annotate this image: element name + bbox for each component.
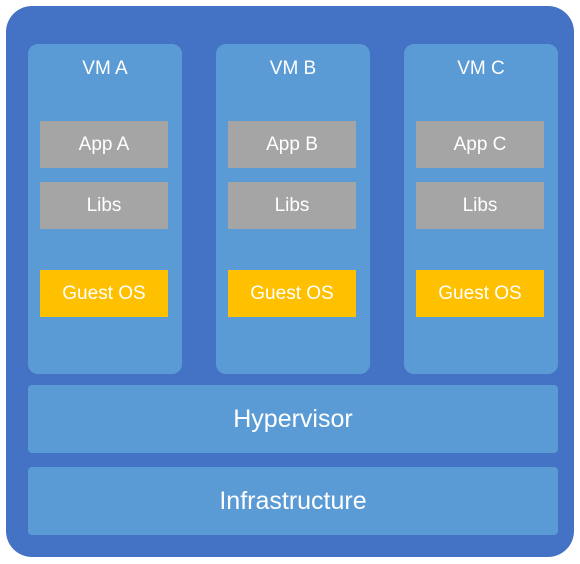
- vm-a-title: VM A: [82, 58, 128, 79]
- vm-c-guest-os-box: Guest OS: [416, 270, 544, 317]
- infrastructure-layer: Infrastructure: [28, 467, 558, 535]
- vm-a-app-box: App A: [40, 121, 168, 168]
- vm-a-panel: VM A App A Libs Guest OS: [28, 44, 182, 374]
- hypervisor-layer: Hypervisor: [28, 385, 558, 453]
- vm-c-panel: VM C App C Libs Guest OS: [404, 44, 558, 374]
- vm-b-app-box: App B: [228, 121, 356, 168]
- vm-a-libs-box: Libs: [40, 182, 168, 229]
- vm-c-title: VM C: [457, 58, 505, 79]
- vm-b-title: VM B: [269, 58, 317, 79]
- vm-a-guest-os-box: Guest OS: [40, 270, 168, 317]
- host-container: VM A App A Libs Guest OS VM B App B Libs…: [6, 6, 574, 557]
- vm-b-libs-box: Libs: [228, 182, 356, 229]
- vm-b-panel: VM B App B Libs Guest OS: [216, 44, 370, 374]
- vm-c-libs-box: Libs: [416, 182, 544, 229]
- vm-b-guest-os-box: Guest OS: [228, 270, 356, 317]
- vm-c-app-box: App C: [416, 121, 544, 168]
